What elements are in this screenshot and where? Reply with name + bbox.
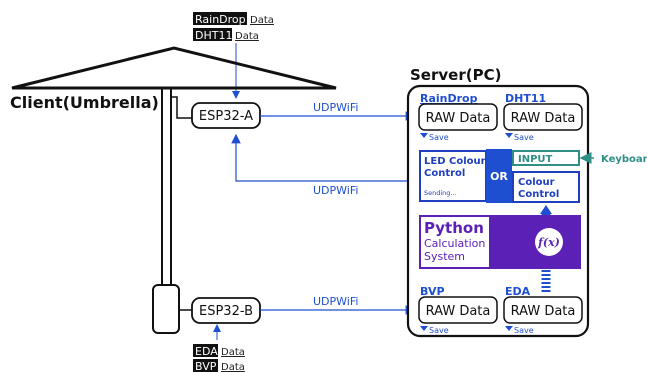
- esp32-b-box: ESP32-B: [191, 297, 261, 324]
- udp-label-server: UDPWiFi: [313, 184, 358, 197]
- svg-text:Save: Save: [429, 326, 449, 335]
- svg-text:RAW Data: RAW Data: [426, 111, 491, 126]
- svg-text:EDA: EDA: [195, 345, 218, 358]
- svg-text:RainDrop: RainDrop: [195, 13, 246, 26]
- svg-text:ESP32-B: ESP32-B: [199, 304, 253, 319]
- udp-label-a: UDPWiFi: [313, 101, 358, 114]
- save-icon: [420, 326, 428, 331]
- udp-link-server-to-a: [231, 133, 420, 182]
- bvp-raw-panel: BVP RAW Data Save: [418, 285, 498, 335]
- svg-text:Data: Data: [235, 31, 259, 42]
- svg-text:Colour: Colour: [518, 177, 555, 188]
- esp32-a-box: ESP32-A: [191, 102, 261, 129]
- svg-text:OR: OR: [490, 170, 508, 183]
- svg-text:Save: Save: [514, 326, 534, 335]
- svg-text:RAW Data: RAW Data: [511, 111, 576, 126]
- svg-text:Save: Save: [514, 133, 534, 142]
- udp-label-b: UDPWiFi: [313, 295, 358, 308]
- svg-text:Sending...: Sending...: [424, 189, 457, 197]
- raindrop-raw-panel: RainDrop RAW Data Save: [418, 92, 498, 142]
- server-frame: [406, 84, 590, 338]
- svg-text:Save: Save: [429, 133, 449, 142]
- colour-control-box: Colour Control: [512, 171, 580, 203]
- eda-data-label: EDA Data: [193, 344, 245, 358]
- keyboard-label: Keyboard: [601, 154, 647, 165]
- eda-raw-panel: EDA RAW Data Save: [503, 285, 583, 335]
- save-icon: [505, 326, 513, 331]
- svg-text:Data: Data: [221, 347, 245, 358]
- led-colour-control: LED Colour Control Sending...: [419, 150, 487, 202]
- svg-text:Calculation: Calculation: [424, 237, 485, 250]
- bvp-data-label: BVP Data: [193, 359, 245, 372]
- svg-text:RainDrop: RainDrop: [420, 92, 478, 105]
- client-title: Client(Umbrella): [10, 93, 159, 112]
- svg-text:Control: Control: [518, 189, 559, 200]
- save-icon: [505, 133, 513, 138]
- python-calculation-system: Python Calculation System f(x): [419, 215, 581, 269]
- save-icon: [420, 133, 428, 138]
- svg-text:Data: Data: [221, 362, 245, 372]
- svg-text:LED Colour: LED Colour: [424, 156, 486, 167]
- svg-text:Data: Data: [250, 15, 274, 26]
- dht11-data-label: DHT11 Data: [193, 28, 259, 42]
- svg-text:f(x): f(x): [537, 236, 560, 249]
- svg-text:INPUT: INPUT: [518, 154, 553, 165]
- svg-text:ESP32-A: ESP32-A: [199, 109, 253, 124]
- svg-text:Python: Python: [424, 219, 484, 237]
- svg-text:DHT11: DHT11: [195, 29, 232, 42]
- svg-text:RAW Data: RAW Data: [511, 304, 576, 319]
- dht11-raw-panel: DHT11 RAW Data Save: [503, 92, 583, 142]
- server-title: Server(PC): [410, 66, 501, 84]
- svg-text:BVP: BVP: [195, 360, 217, 372]
- svg-text:DHT11: DHT11: [505, 92, 546, 105]
- input-box: INPUT: [512, 150, 580, 166]
- function-icon: [535, 228, 563, 256]
- umbrella-handle: [152, 284, 180, 334]
- svg-text:BVP: BVP: [420, 285, 445, 298]
- svg-text:RAW Data: RAW Data: [426, 304, 491, 319]
- svg-text:System: System: [424, 250, 465, 263]
- svg-text:EDA: EDA: [505, 285, 531, 298]
- umbrella: [11, 46, 337, 334]
- raindrop-data-label: RainDrop Data: [193, 12, 274, 26]
- svg-text:Control: Control: [424, 168, 465, 179]
- or-selector: OR: [486, 149, 512, 203]
- umbrella-canopy: [11, 46, 337, 90]
